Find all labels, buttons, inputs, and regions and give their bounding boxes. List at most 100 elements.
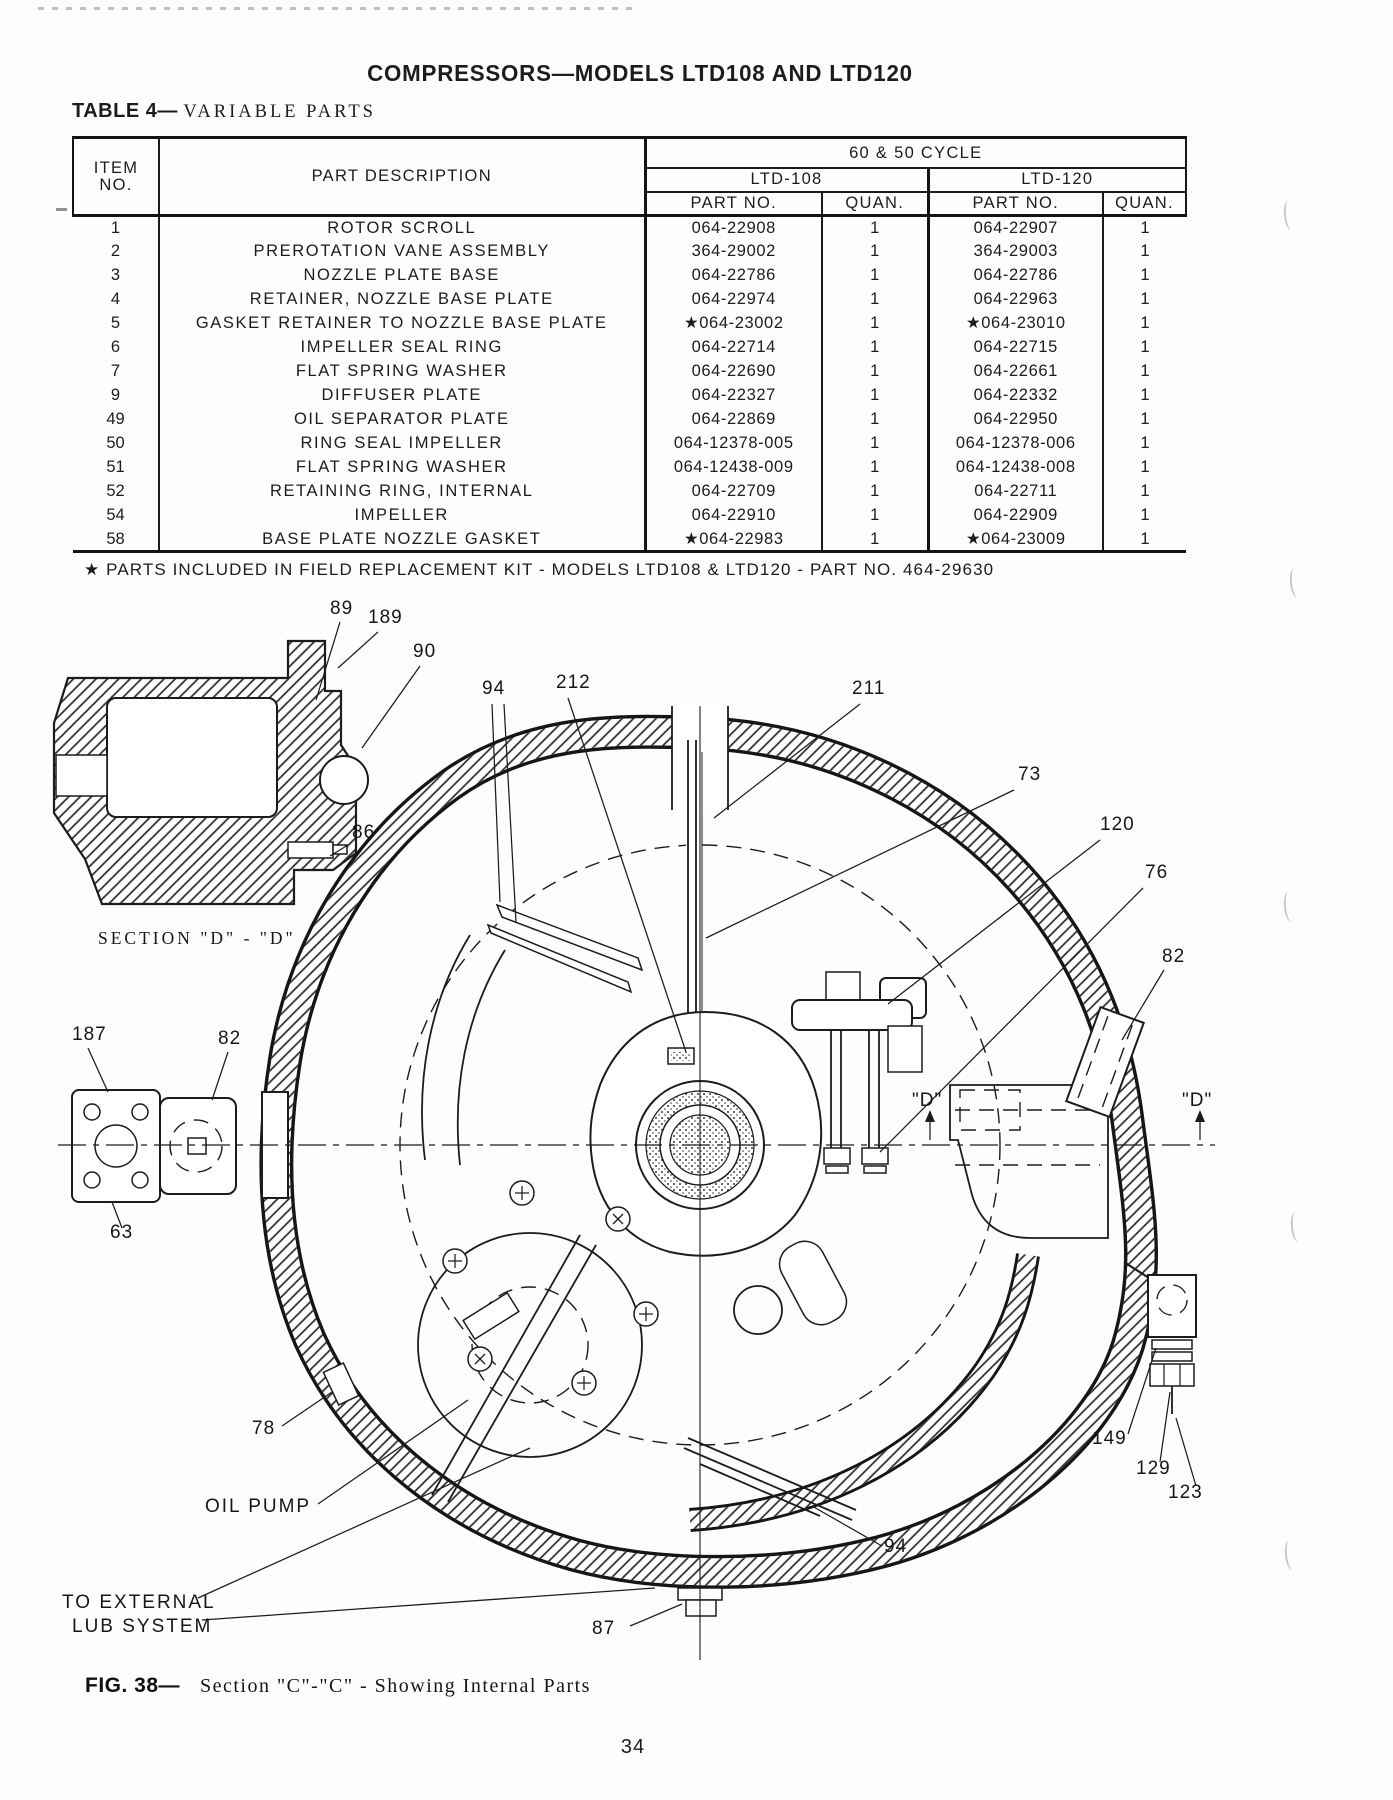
cell-desc: RETAINER, NOZZLE BASE PLATE bbox=[159, 287, 647, 312]
col-header-quan-108: QUAN. bbox=[822, 191, 930, 217]
cell-desc: NOZZLE PLATE BASE bbox=[159, 263, 647, 288]
leader-line bbox=[329, 844, 349, 857]
cell-item: 5 bbox=[73, 311, 160, 336]
cell-item: 4 bbox=[73, 287, 160, 312]
cell-quan-ltd120: 1 bbox=[1140, 410, 1150, 429]
cell-part-ltd108: ★064-23002 bbox=[645, 311, 823, 336]
cell-part-ltd120: 064-22907 bbox=[928, 215, 1104, 240]
cell-quan-ltd108: 1 bbox=[822, 479, 930, 504]
col-header-item-line1: ITEM bbox=[93, 159, 139, 177]
scan-artifact-top-dots bbox=[38, 7, 634, 10]
to-external-label-line1: TO EXTERNAL bbox=[62, 1592, 216, 1613]
cell-part-ltd108: 064-22869 bbox=[645, 407, 823, 432]
cell-quan-ltd108: 1 bbox=[822, 407, 930, 432]
cell-part-ltd108: 064-12438-009 bbox=[645, 455, 823, 480]
leader-line bbox=[887, 839, 1101, 1005]
callout-73: 73 bbox=[1018, 764, 1041, 785]
cell-part-ltd108: 364-29002 bbox=[645, 239, 823, 264]
leader-line bbox=[879, 887, 1144, 1153]
cell-part-ltd108: 064-22690 bbox=[645, 359, 823, 384]
col-header-quan-120: QUAN. bbox=[1103, 191, 1188, 217]
cell-part-ltd108: 064-22709 bbox=[645, 479, 823, 504]
lower-right-cutouts bbox=[733, 1240, 848, 1335]
cell-quan-ltd108: 1 bbox=[822, 431, 930, 456]
leader-line bbox=[705, 789, 1015, 939]
centerlines bbox=[58, 706, 1215, 1660]
cell-quan-ltd108: 1 bbox=[822, 239, 930, 264]
leader-line bbox=[201, 1587, 656, 1621]
section-d-label-right: "D" bbox=[1182, 1090, 1212, 1111]
cell-part-ltd120: 364-29003 bbox=[928, 239, 1104, 264]
cell-part-ltd120: 064-22715 bbox=[928, 335, 1104, 360]
cell-part-ltd120: 064-22963 bbox=[928, 287, 1104, 312]
cell-item: 9 bbox=[73, 383, 160, 408]
cell-quan-ltd120: 1 bbox=[1140, 386, 1150, 405]
cell-part-ltd108: 064-12378-005 bbox=[645, 431, 823, 456]
cell-item: 6 bbox=[73, 335, 160, 360]
cell-quan-ltd108: 1 bbox=[822, 263, 930, 288]
bottom-nut bbox=[677, 1587, 723, 1617]
leader-line bbox=[1175, 1417, 1197, 1487]
cell-desc: FLAT SPRING WASHER bbox=[159, 359, 647, 384]
cell-item: 52 bbox=[73, 479, 160, 504]
callout-90: 90 bbox=[413, 641, 436, 662]
cell-item: 3 bbox=[73, 263, 160, 288]
cell-quan-ltd108: 1 bbox=[822, 359, 930, 384]
callout-76: 76 bbox=[1145, 862, 1168, 883]
pump-suction-bars bbox=[431, 1234, 597, 1503]
leader-line bbox=[1127, 1347, 1157, 1435]
pipe-assembly bbox=[791, 971, 927, 1073]
cell-desc: PREROTATION VANE ASSEMBLY bbox=[159, 239, 647, 264]
callout-123: 123 bbox=[1168, 1482, 1203, 1503]
callout-212: 212 bbox=[556, 672, 591, 693]
leader-line bbox=[317, 1399, 469, 1505]
parts-table: ITEM NO. PART DESCRIPTION 60 & 50 CYCLE … bbox=[72, 136, 1188, 553]
leader-line bbox=[1121, 969, 1165, 1041]
callout-94-top: 94 bbox=[482, 678, 505, 699]
cell-part-ltd120: 064-12438-008 bbox=[928, 455, 1104, 480]
cell-quan-ltd120: 1 bbox=[1140, 482, 1150, 501]
section-dd-caption: SECTION "D" - "D" bbox=[98, 928, 296, 948]
cell-item: 58 bbox=[73, 527, 160, 553]
leader-line bbox=[567, 697, 687, 1053]
cell-desc: RETAINING RING, INTERNAL bbox=[159, 479, 647, 504]
cell-desc: IMPELLER bbox=[159, 503, 647, 528]
figure-caption-text: Section "C"-"C" - Showing Internal Parts bbox=[200, 1675, 591, 1697]
cell-part-ltd120: 064-22786 bbox=[928, 263, 1104, 288]
cell-quan-ltd120: 1 bbox=[1140, 242, 1150, 261]
cell-quan-ltd120: 1 bbox=[1103, 527, 1187, 553]
cell-part-ltd120: 064-22909 bbox=[928, 503, 1104, 528]
table-heading: TABLE 4— VARIABLE PARTS bbox=[72, 100, 376, 123]
leader-line bbox=[1159, 1391, 1171, 1463]
table-title: VARIABLE PARTS bbox=[183, 102, 376, 122]
right-boss bbox=[1065, 1005, 1145, 1119]
stud-bolts bbox=[823, 1030, 889, 1174]
cell-quan-ltd108: 1 bbox=[822, 383, 930, 408]
cell-quan-ltd120: 1 bbox=[1140, 266, 1150, 285]
cell-part-ltd120: 064-22711 bbox=[928, 479, 1104, 504]
rim-tab bbox=[322, 1362, 360, 1406]
cell-item: 1 bbox=[73, 215, 160, 240]
cell-part-ltd120: 064-12378-006 bbox=[928, 431, 1104, 456]
callout-82-left: 82 bbox=[218, 1028, 241, 1049]
cell-quan-ltd120: 1 bbox=[1140, 290, 1150, 309]
callout-82-right: 82 bbox=[1162, 946, 1185, 967]
callout-189: 189 bbox=[368, 607, 403, 628]
section-d-label-left: "D" bbox=[912, 1090, 942, 1111]
leader-line bbox=[491, 703, 501, 903]
volute-inner-wall bbox=[690, 1255, 1028, 1520]
left-flange bbox=[71, 1089, 237, 1203]
section-inset bbox=[52, 639, 369, 906]
scan-artifact bbox=[1282, 199, 1298, 231]
suction-channel bbox=[421, 934, 506, 1166]
callout-120: 120 bbox=[1100, 814, 1135, 835]
